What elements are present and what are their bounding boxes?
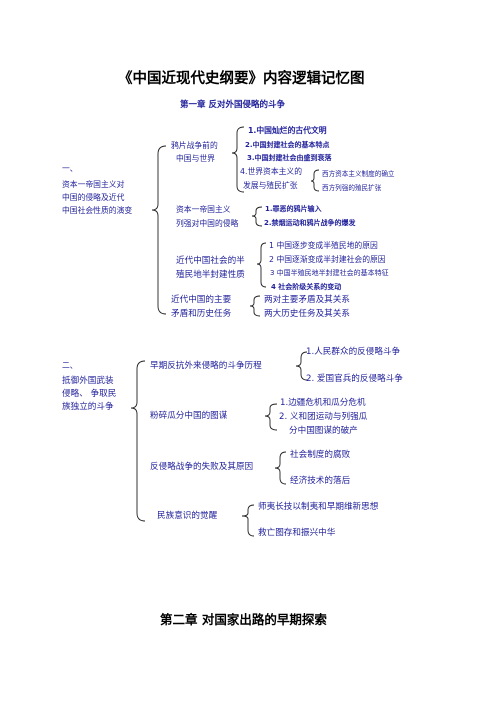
g1-label-0: 鸦片战争前的 — [171, 141, 218, 150]
section2-label-2: 侵略、 争取民 — [62, 389, 117, 399]
g3-item-0: 1 中国逐步变成半殖民地的原因 — [269, 241, 378, 250]
s2g3-item-0: 社会制度的腐败 — [290, 450, 351, 460]
g1-sub-item-1: 西方列强的殖民扩张 — [322, 184, 382, 192]
bracket-g1-sub — [310, 169, 320, 192]
g1-item-1: 2.中国封建社会的基本特点 — [245, 141, 330, 149]
g4-item-0: 两对主要矛盾及其关系 — [264, 295, 350, 305]
s2g2-item-1: 2. 义和团运动与列强瓜 — [279, 412, 368, 422]
bracket-g1 — [231, 126, 245, 193]
g3-item-1: 2 中国逐渐变成半封建社会的原因 — [269, 255, 386, 264]
g1-item-0: 1.中国灿烂的古代文明 — [248, 126, 327, 135]
g3-item-2: 3 中国半殖民地半封建社会的基本特征 — [270, 269, 389, 277]
bracket-g4 — [249, 295, 261, 317]
bracket-g3 — [256, 242, 267, 288]
s2g1-label-0: 早期反抗外来侵略的斗争历程 — [150, 361, 262, 371]
s2g4-label-0: 民族意识的觉醒 — [157, 511, 218, 521]
g1-label-1: 中国与世界 — [176, 154, 215, 163]
s2g3-item-1: 经济技术的落后 — [290, 476, 351, 486]
section1-label-0: 一、 — [62, 164, 78, 173]
g2-label-0: 资本一帝国主义 — [176, 205, 231, 214]
g2-item-0: 1.罪恶的鸦片输入 — [265, 205, 322, 213]
page-title: 《中国近现代史纲要》内容逻辑记忆图 — [118, 70, 365, 87]
g1-sub-item-0: 西方资本主义制度的确立 — [322, 170, 395, 178]
s2g1-item-1: 2. 爱国官兵的反侵略斗争 — [306, 374, 403, 384]
s2g4-item-0: 师夷长技以制夷和早期维新思想 — [258, 502, 379, 512]
section2-label-0: 二、 — [62, 361, 78, 370]
bracket-s2g4 — [241, 504, 255, 537]
s2g2-label-0: 粉碎瓜分中国的图谋 — [150, 411, 228, 421]
g4-label-1: 矛盾和历史任务 — [171, 309, 232, 319]
g1-item-2: 3.中国封建社会由盛到衰落 — [247, 154, 332, 162]
bracket-s2g1 — [295, 351, 308, 381]
s2g4-item-1: 救亡图存和振兴中华 — [258, 528, 336, 538]
chapter1-heading: 第一章 反对外国侵略的斗争 — [180, 100, 285, 110]
bracket-section1 — [151, 145, 167, 315]
g3-item-3: 4 社会阶级关系的变动 — [271, 283, 342, 291]
chapter2-heading: 第二章 对国家出路的早期探索 — [160, 612, 327, 627]
s2g3-label-0: 反侵略战争的失败及其原因 — [150, 462, 254, 472]
g2-item-1: 2.禁烟运动和鸦片战争的爆发 — [264, 219, 356, 227]
section1-label-1: 资本一帝国主义对 — [62, 180, 125, 189]
g1-sub-label-0: 4.世界资本主义的 — [240, 167, 303, 176]
g2-label-1: 列强对中国的侵略 — [176, 219, 239, 228]
g4-item-1: 两大历史任务及其关系 — [264, 309, 350, 319]
bracket-s2g3 — [274, 451, 287, 485]
bracket-g2 — [251, 206, 263, 227]
g4-label-0: 近代中国的主要 — [171, 295, 232, 305]
g3-label-1: 殖民地半封建性质 — [176, 270, 245, 280]
g3-label-0: 近代中国社会的半 — [176, 256, 245, 266]
s2g1-item-0: 1.人民群众的反侵略斗争 — [306, 347, 401, 357]
section1-label-2: 中国的侵略及近代 — [62, 193, 125, 202]
section2-label-1: 抵御外国武装 — [62, 376, 114, 386]
section2-label-3: 族独立的斗争 — [62, 402, 114, 412]
bracket-s2g2 — [264, 403, 278, 431]
g1-sub-label-1: 发展与殖民扩张 — [243, 181, 298, 190]
bracket-section2 — [130, 360, 146, 522]
s2g2-item-0: 1.边疆危机和瓜分危机 — [280, 398, 366, 408]
s2g2-item-2: 分中国图谋的破产 — [289, 426, 358, 436]
section1-label-3: 中国社会性质的演变 — [62, 206, 133, 215]
